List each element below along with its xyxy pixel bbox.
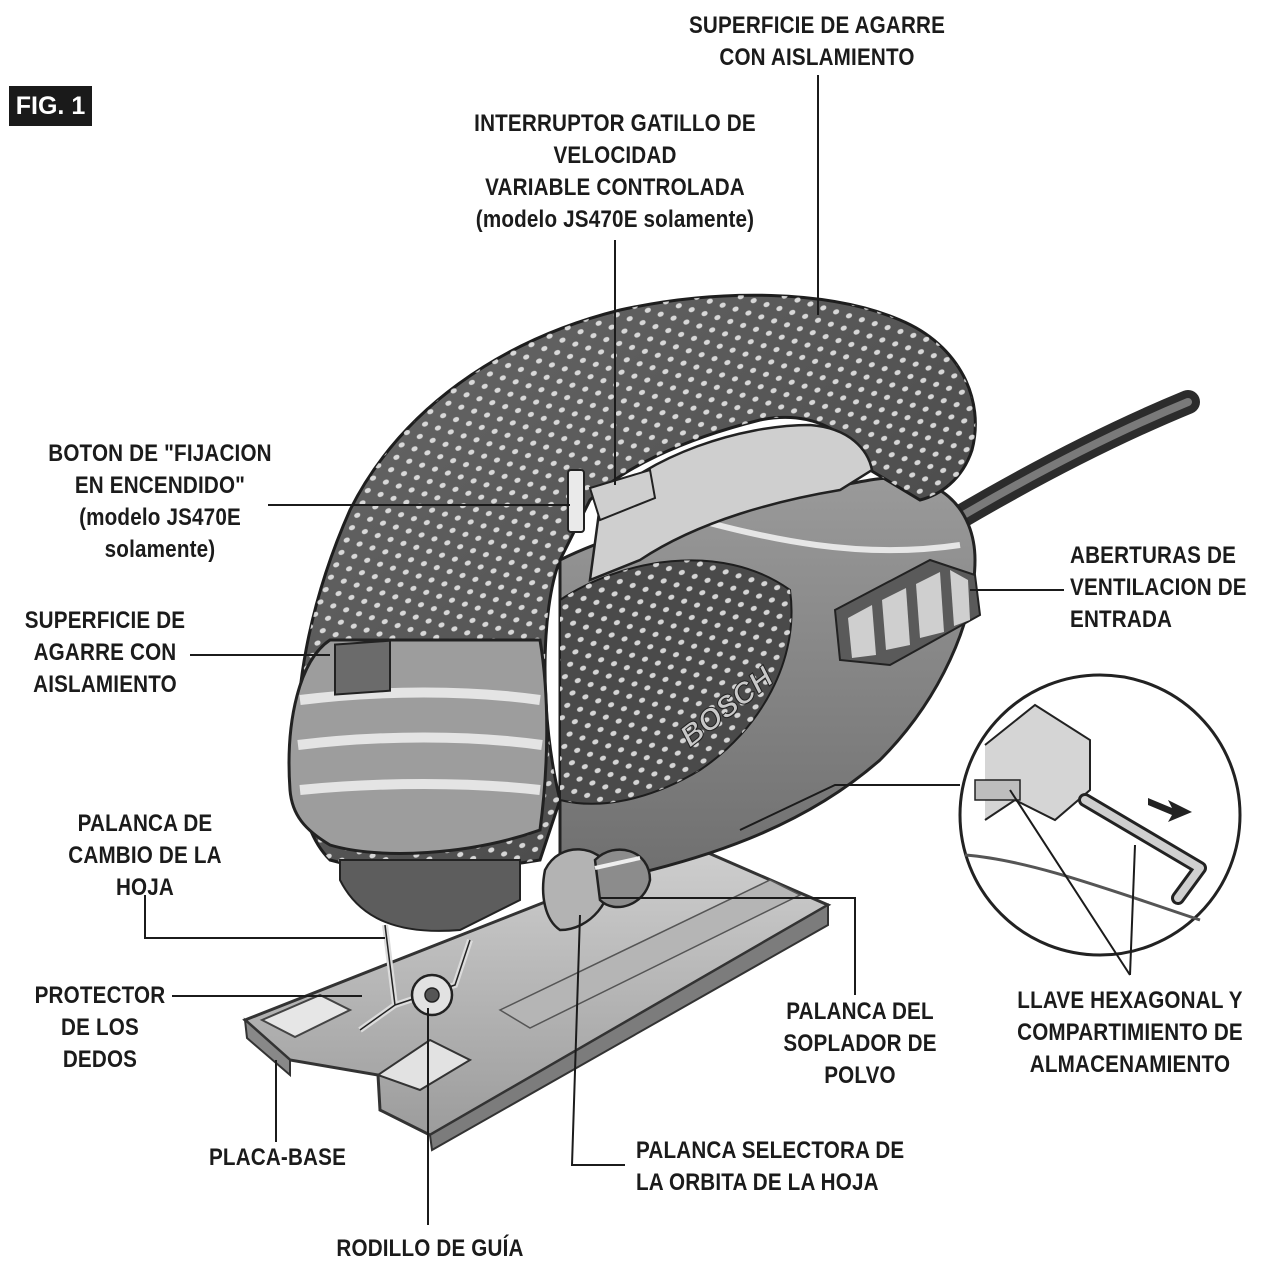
label-blade-change-lever: PALANCA DE CAMBIO DE LA HOJA [68,810,222,901]
label-finger-guard: PROTECTOR DE LOS DEDOS [34,982,166,1073]
label-guide-roller: RODILLO DE GUÍA [336,1235,524,1262]
hex-key-inset [958,673,1242,957]
intake-vents-shape [833,558,982,667]
label-dust-blower-lever: PALANCA DEL SOPLADOR DE POLVO [783,998,937,1089]
lock-on-button-shape [567,469,585,533]
label-lock-on-button: BOTON DE "FIJACION EN ENCENDIDO" (modelo… [48,440,272,563]
leader-lines [144,75,1136,1225]
front-nose [287,638,549,855]
label-grip-surface-top: SUPERFICIE DE AGARRE CON AISLAMIENTO [688,12,946,71]
label-base-plate: PLACA-BASE [208,1144,347,1171]
trigger-shape [588,468,657,522]
label-hex-key-storage: LLAVE HEXAGONAL Y COMPARTIMIENTO DE ALMA… [1017,987,1243,1078]
base-plate-shape [242,843,832,1152]
power-cord [943,390,1200,532]
label-intake-vents: ABERTURAS DE VENTILACION DE ENTRADA [1070,542,1247,633]
label-grip-surface-front: SUPERFICIE DE AGARRE CON AISLAMIENTO [24,607,186,698]
label-variable-speed-trigger: INTERRUPTOR GATILLO DE VELOCIDAD VARIABL… [474,110,756,233]
blade-area [339,848,652,1033]
label-orbit-selector-lever: PALANCA SELECTORA DE LA ORBITA DE LA HOJ… [636,1137,905,1196]
figure-label: FIG. 1 [9,86,92,126]
